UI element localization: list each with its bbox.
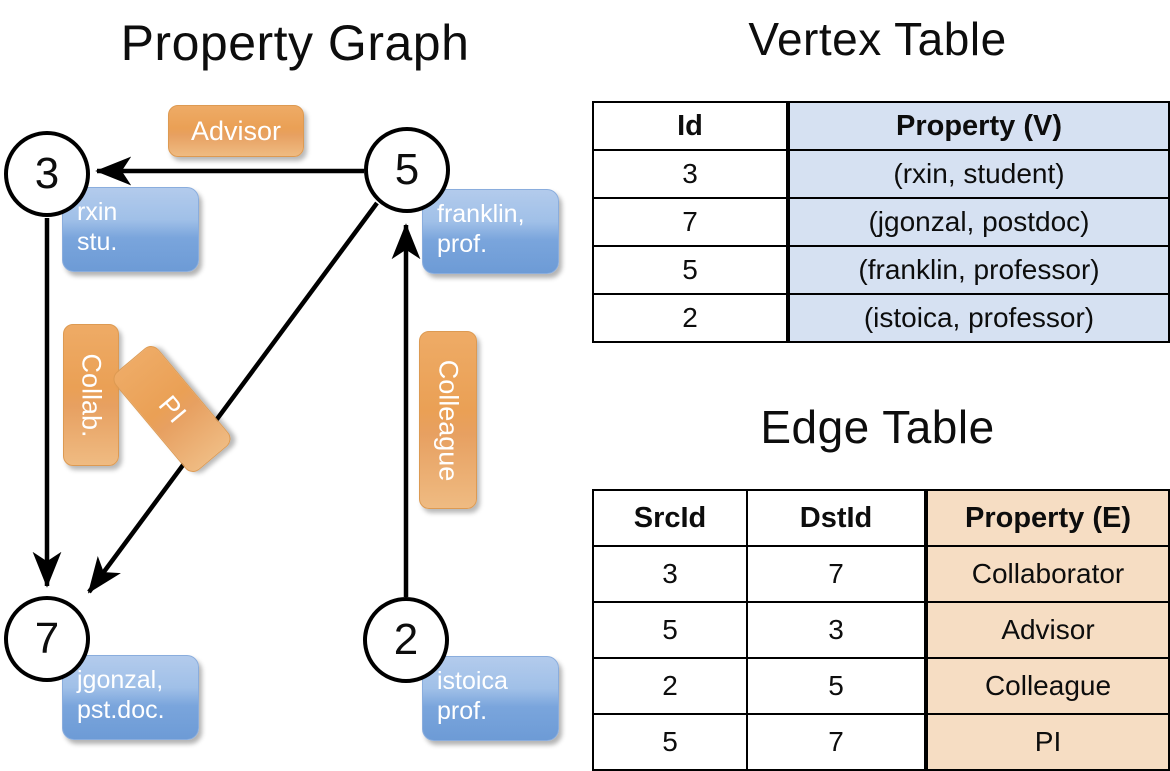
table-row[interactable]: 5 3 Advisor — [592, 601, 1170, 659]
vertex-row-0-prop: (rxin, student) — [786, 149, 1170, 199]
table-row[interactable]: 5 7 PI — [592, 713, 1170, 771]
vertex-callout-franklin-line1: franklin, — [437, 200, 525, 228]
edge-label-colleague-text: Colleague — [433, 359, 464, 481]
table-row[interactable]: 5 (franklin, professor) — [592, 245, 1170, 295]
vertex-callout-istoica-line2: prof. — [437, 696, 488, 725]
edge-row-1-src: 5 — [592, 601, 748, 659]
edge-row-0-src: 3 — [592, 545, 748, 603]
vertex-row-3-prop: (istoica, professor) — [786, 293, 1170, 343]
edge-row-0-prop: Collaborator — [924, 545, 1170, 603]
vertex-row-2-id: 5 — [592, 245, 789, 295]
vertex-row-0-id: 3 — [592, 149, 789, 199]
vertex-table-header-row: Id Property (V) — [592, 101, 1170, 151]
vertex-table: Id Property (V) 3 (rxin, student) 7 (jgo… — [592, 101, 1170, 343]
vertex-callout-istoica[interactable]: istoica prof. — [422, 656, 559, 741]
edge-label-advisor-text: Advisor — [190, 115, 282, 146]
table-row[interactable]: 2 5 Colleague — [592, 657, 1170, 715]
edge-table-header-row: SrcId DstId Property (E) — [592, 489, 1170, 547]
vertex-callout-rxin-line2: stu. — [77, 227, 118, 256]
vertex-callout-jgonzal-line2: pst.doc. — [77, 695, 165, 724]
edge-row-0-dst: 7 — [746, 545, 927, 603]
edge-label-collab[interactable]: Collab. — [63, 324, 119, 466]
graph-node-3-label: 3 — [34, 149, 60, 198]
graph-node-2-label: 2 — [393, 615, 419, 664]
property-graph-panel: Property Graph Advisor Collab. PI Collea… — [0, 0, 590, 760]
vertex-callout-rxin[interactable]: rxin stu. — [62, 187, 199, 272]
edge-row-1-prop: Advisor — [924, 601, 1170, 659]
graph-node-5[interactable]: 5 — [364, 127, 450, 213]
graph-node-7[interactable]: 7 — [4, 596, 90, 682]
vertex-callout-franklin[interactable]: franklin, prof. — [422, 189, 559, 274]
page-title-edge-table: Edge Table — [760, 401, 995, 453]
graph-node-3[interactable]: 3 — [4, 131, 90, 217]
vertex-row-1-id: 7 — [592, 197, 789, 247]
edge-table-header-prop: Property (E) — [924, 489, 1170, 547]
vertex-table-header-prop: Property (V) — [786, 101, 1170, 151]
edge-label-collab-text: Collab. — [76, 352, 107, 438]
edge-row-3-dst: 7 — [746, 713, 927, 771]
page-title-property-graph: Property Graph — [120, 15, 470, 71]
graph-node-7-label: 7 — [34, 614, 60, 663]
edge-label-pi-text: PI — [152, 389, 193, 429]
graph-edges-layer — [32, 156, 421, 597]
edge-row-3-src: 5 — [592, 713, 748, 771]
edge-label-colleague[interactable]: Colleague — [419, 331, 477, 509]
table-row[interactable]: 7 (jgonzal, postdoc) — [592, 197, 1170, 247]
vertex-row-1-prop: (jgonzal, postdoc) — [786, 197, 1170, 247]
graph-node-5-label: 5 — [394, 145, 420, 194]
table-row[interactable]: 2 (istoica, professor) — [592, 293, 1170, 343]
vertex-row-3-id: 2 — [592, 293, 789, 343]
vertex-table-header-id: Id — [592, 101, 789, 151]
edge-row-3-prop: PI — [924, 713, 1170, 771]
vertex-callout-jgonzal[interactable]: jgonzal, pst.doc. — [62, 655, 199, 740]
table-row[interactable]: 3 (rxin, student) — [592, 149, 1170, 199]
vertex-row-2-prop: (franklin, professor) — [786, 245, 1170, 295]
edge-table-header-srcid: SrcId — [592, 489, 748, 547]
vertex-callout-jgonzal-line1: jgonzal, — [77, 666, 164, 694]
edge-row-1-dst: 3 — [746, 601, 927, 659]
edge-row-2-prop: Colleague — [924, 657, 1170, 715]
edge-row-2-dst: 5 — [746, 657, 927, 715]
edge-row-2-src: 2 — [592, 657, 748, 715]
graph-node-2[interactable]: 2 — [363, 597, 449, 683]
page-title-vertex-table: Vertex Table — [748, 13, 1007, 65]
edge-table: SrcId DstId Property (E) 3 7 Collaborato… — [592, 489, 1170, 771]
edge-table-header-dstid: DstId — [746, 489, 927, 547]
edge-label-advisor[interactable]: Advisor — [168, 105, 304, 157]
table-row[interactable]: 3 7 Collaborator — [592, 545, 1170, 603]
vertex-callout-istoica-line1: istoica — [437, 667, 508, 695]
edge-5-to-7 — [87, 201, 379, 594]
vertex-callout-franklin-line2: prof. — [437, 229, 488, 258]
vertex-callout-rxin-line1: rxin — [77, 198, 118, 226]
